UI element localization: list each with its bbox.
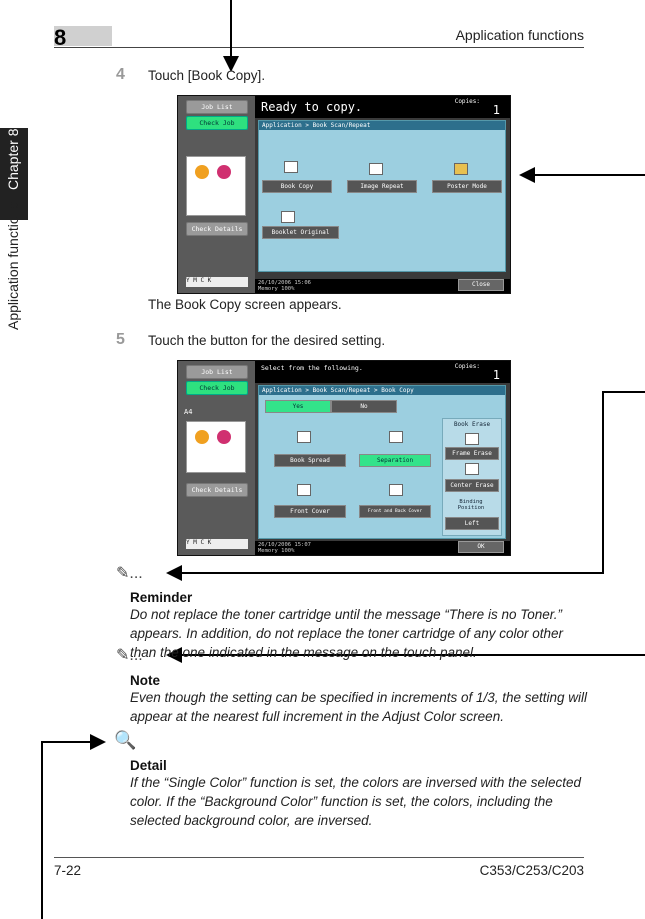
magnifier-icon: 🔍 [114, 730, 137, 750]
booklet-original-button[interactable]: Booklet Original [262, 226, 339, 239]
book-spread-button[interactable]: Book Spread [274, 454, 346, 467]
screen-status-bar: Ready to copy. Copies: 1 [255, 96, 510, 118]
toner-indicator: Y M C K [186, 539, 248, 549]
preview-color-dot [217, 430, 231, 444]
copies-label: Copies: [454, 98, 480, 105]
front-back-cover-button[interactable]: Front and Back Cover [359, 505, 431, 518]
footer-memory: Memory 100% [258, 548, 295, 554]
book-copy-button[interactable]: Book Copy [262, 180, 332, 193]
toner-indicator: Y M C K [186, 277, 248, 287]
binding-position-label: Binding Position [457, 499, 485, 511]
screen-status-bar: Select from the following. Copies: 1 [255, 361, 510, 383]
copies-count: 1 [492, 368, 500, 382]
no-button[interactable]: No [331, 400, 397, 413]
preview-thumbnail [186, 156, 246, 216]
step-text-4: Touch [Book Copy]. [148, 68, 266, 83]
screen-main-area: Application > Book Scan/Repeat Book Copy… [258, 120, 506, 272]
footer-memory: Memory 100% [258, 286, 295, 292]
screen-left-panel: Job List Check Job Check Details Y M C K [178, 96, 255, 293]
screen-footer: 26/10/2006 15:06 Memory 100% Close [255, 279, 510, 293]
reminder-body: Do not replace the toner cartridge until… [130, 607, 564, 660]
center-erase-button[interactable]: Center Erase [445, 479, 499, 492]
chapter-side-tab [0, 128, 28, 220]
step-number-4: 4 [116, 66, 125, 83]
check-details-button[interactable]: Check Details [186, 483, 248, 497]
step-number-5: 5 [116, 331, 125, 348]
screen-book-scan-repeat: Job List Check Job Check Details Y M C K… [177, 95, 511, 294]
image-repeat-button[interactable]: Image Repeat [347, 180, 417, 193]
separation-button[interactable]: Separation [359, 454, 431, 467]
screen-left-panel: Job List Check Job A4 Check Details Y M … [178, 361, 255, 555]
copies-label: Copies: [454, 363, 480, 370]
screen-footer: 26/10/2006 15:07 Memory 100% OK [255, 541, 510, 555]
job-list-button[interactable]: Job List [186, 365, 248, 379]
front-cover-icon [297, 484, 311, 496]
poster-mode-icon [454, 163, 468, 175]
arrow-detail [41, 734, 106, 919]
page-number: 7-22 [54, 863, 82, 878]
preview-color-dot [217, 165, 231, 179]
model-name: C353/C253/C203 [479, 863, 584, 878]
check-details-button[interactable]: Check Details [186, 222, 248, 236]
poster-mode-button[interactable]: Poster Mode [432, 180, 502, 193]
breadcrumb: Application > Book Scan/Repeat [259, 121, 505, 130]
header-rule [54, 47, 584, 48]
preview-color-dot [195, 430, 209, 444]
reminder-heading: Reminder [130, 590, 193, 605]
frame-erase-button[interactable]: Frame Erase [445, 447, 499, 460]
screen-main-area: Application > Book Scan/Repeat > Book Co… [258, 385, 506, 539]
status-message: Ready to copy. [261, 100, 363, 114]
note-heading: Note [130, 673, 160, 688]
pencil-icon: ✎... [116, 565, 143, 582]
front-cover-button[interactable]: Front Cover [274, 505, 346, 518]
step-text-5: Touch the button for the desired setting… [148, 333, 386, 348]
header-title: Application functions [455, 27, 584, 43]
paper-size: A4 [184, 408, 193, 416]
center-erase-icon [465, 463, 479, 475]
book-erase-panel: Book Erase Frame Erase Center Erase Bind… [442, 418, 502, 536]
step-4-caption: The Book Copy screen appears. [148, 297, 342, 312]
separation-icon [389, 431, 403, 443]
status-message: Select from the following. [261, 364, 363, 372]
ok-button[interactable]: OK [458, 541, 504, 553]
book-copy-icon [284, 161, 298, 173]
image-repeat-icon [369, 163, 383, 175]
frame-erase-icon [465, 433, 479, 445]
check-job-button[interactable]: Check Job [186, 116, 248, 130]
booklet-original-icon [281, 211, 295, 223]
footer-rule [54, 857, 584, 858]
chapter-number-bar [54, 26, 112, 46]
close-button[interactable]: Close [458, 279, 504, 291]
book-erase-title: Book Erase [453, 421, 491, 428]
preview-thumbnail [186, 421, 246, 473]
check-job-button[interactable]: Check Job [186, 381, 248, 395]
footer-datetime: 26/10/2006 15:07 [258, 542, 311, 548]
breadcrumb: Application > Book Scan/Repeat > Book Co… [259, 386, 505, 395]
note-body: Even though the setting can be specified… [130, 690, 588, 724]
footer-datetime: 26/10/2006 15:06 [258, 280, 311, 286]
screen-book-copy: Job List Check Job A4 Check Details Y M … [177, 360, 511, 556]
arrow-reminder [166, 391, 645, 581]
yes-button[interactable]: Yes [265, 400, 331, 413]
pencil-icon: ✎... [116, 647, 143, 664]
detail-heading: Detail [130, 758, 167, 773]
binding-position-button[interactable]: Left [445, 517, 499, 530]
chapter-number: 8 [54, 25, 67, 50]
job-list-button[interactable]: Job List [186, 100, 248, 114]
book-spread-icon [297, 431, 311, 443]
detail-body: If the “Single Color” function is set, t… [130, 775, 581, 828]
front-back-cover-icon [389, 484, 403, 496]
copies-count: 1 [492, 103, 500, 117]
preview-color-dot [195, 165, 209, 179]
